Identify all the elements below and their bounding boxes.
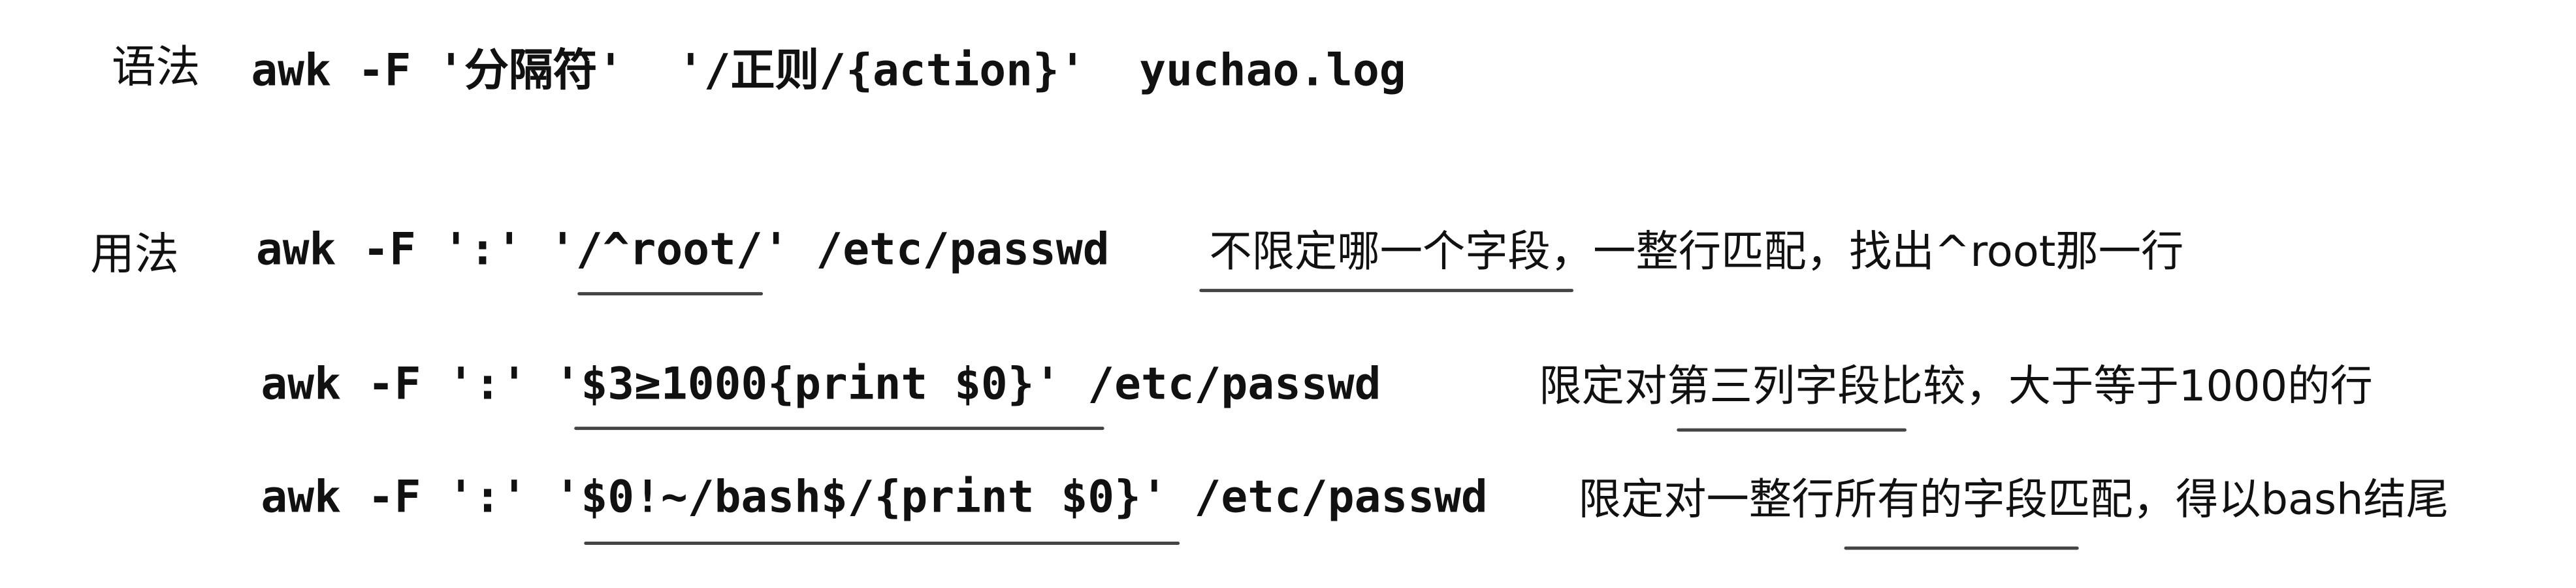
example-1-description: 不限定哪一个字段，一整行匹配，找出^root那一行 — [1209, 228, 2184, 278]
example-1-command: awk -F ':' '/^root/' /etc/passwd — [255, 225, 1110, 276]
example-2-description: 限定对第三列字段比较，大于等于1000的行 — [1539, 363, 2373, 412]
syntax-command: awk -F '分隔符' '/正则/{action}' yuchao.log — [251, 46, 1406, 97]
example-2-description-underline — [1677, 428, 1907, 432]
syntax-label: 语法 — [111, 42, 201, 94]
example-1-description-underline — [1199, 289, 1574, 293]
example-3-description: 限定对一整行所有的字段匹配，得以bash结尾 — [1578, 476, 2449, 525]
example-1-pattern-underline — [577, 292, 764, 296]
example-2-command: awk -F ':' '$3≥1000{print $0}' /etc/pass… — [261, 359, 1381, 410]
example-2-pattern-underline — [574, 427, 1104, 431]
example-3-description-underline — [1844, 546, 2079, 550]
usage-label: 用法 — [90, 229, 179, 281]
example-3-command: awk -F ':' '$0!~/bash$/{print $0}' /etc/… — [261, 472, 1488, 524]
example-3-pattern-underline — [584, 541, 1180, 545]
